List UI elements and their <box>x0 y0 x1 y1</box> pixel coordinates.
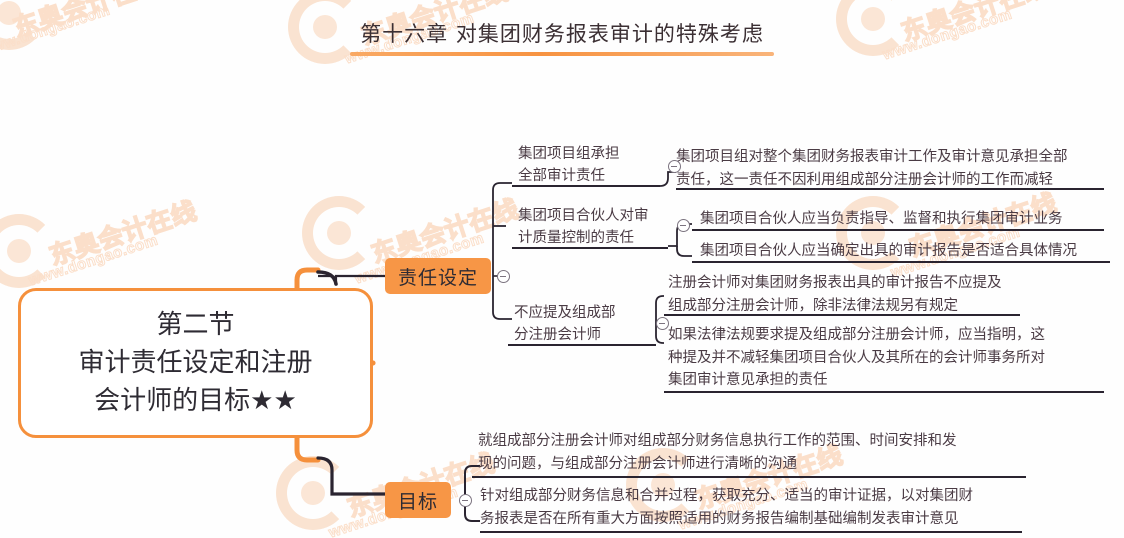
topic-group-responsibility-all[interactable]: 集团项目组承担 全部审计责任 <box>518 146 620 184</box>
collapse-toggle-objective[interactable] <box>459 494 472 507</box>
wire-zrsd-trunk <box>492 182 512 320</box>
detail-no-reference-rule[interactable]: 注册会计师对集团财务报表出具的审计报告不应提及 组成部分注册会计师，除非法律法规… <box>668 275 1002 314</box>
title-underline <box>350 52 774 56</box>
wire-topic-1-detail <box>659 171 676 187</box>
branch-label-responsibility: 责任设定 <box>398 266 479 289</box>
detail-objective-evidence[interactable]: 针对组成部分财务信息和合并过程，获取充分、适当的审计证据，以对集团财 务报表是否… <box>480 488 973 527</box>
branch-label-objective: 目标 <box>398 490 439 513</box>
branch-node-responsibility[interactable]: 责任设定 <box>385 258 492 294</box>
collapse-toggle-topic-1[interactable] <box>668 160 681 173</box>
detail-responsibility-all[interactable]: 集团项目组对整个集团财务报表审计工作及审计意见承担全部 责任，这一责任不因利用组… <box>676 149 1068 188</box>
detail-reference-required-exception[interactable]: 如果法律法规要求提及组成部分注册会计师，应当指明，这 种提及并不减轻集团项目合伙… <box>668 327 1045 388</box>
title-block: 第十六章 对集团财务报表审计的特殊考虑 <box>0 18 1124 60</box>
detail-objective-communication[interactable]: 就组成部分注册会计师对组成部分财务信息执行工作的范围、时间安排和发 现的问题，与… <box>478 433 957 472</box>
branch-node-objective[interactable]: 目标 <box>385 482 452 518</box>
collapse-toggle-responsibility[interactable] <box>497 270 510 283</box>
topic-group-partner-quality-control[interactable]: 集团项目合伙人对审 计质量控制的责任 <box>518 208 649 246</box>
wire-topic-2-lower <box>676 246 692 257</box>
root-node-label: 第二节 审计责任设定和注册 会计师的目标★★ <box>78 310 313 416</box>
collapse-toggle-topic-3[interactable] <box>656 317 669 330</box>
detail-partner-direct-supervise[interactable]: 集团项目合伙人应当负责指导、监督和执行集团审计业务 <box>700 211 1063 227</box>
wire-to-chip-zrsd <box>318 274 385 283</box>
wire-elbow-zrsd <box>316 270 338 286</box>
topic-group-no-reference-component-auditor[interactable]: 不应提及组成部 分注册会计师 <box>514 305 616 343</box>
root-node[interactable]: 第二节 审计责任设定和注册 会计师的目标★★ <box>18 288 373 438</box>
page-title: 第十六章 对集团财务报表审计的特殊考虑 <box>360 22 764 46</box>
wire-to-chip-mb <box>316 456 387 496</box>
detail-partner-report-appropriate[interactable]: 集团项目合伙人应当确定出具的审计报告是否适合具体情况 <box>700 243 1077 259</box>
wire-mb-bracket <box>464 465 480 522</box>
root-branch-wire-upper <box>294 267 376 366</box>
collapse-toggle-topic-2[interactable] <box>677 219 690 232</box>
